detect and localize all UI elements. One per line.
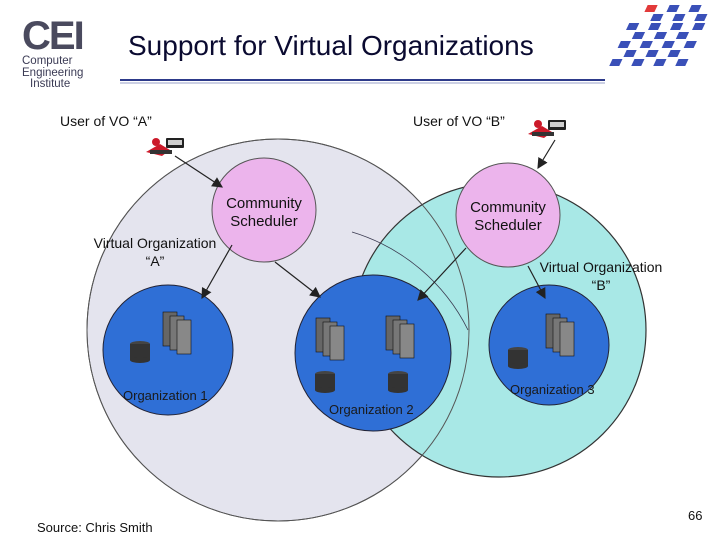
scheduler-a-circle bbox=[211, 157, 317, 263]
arrow-user-a-to-scheduler-a bbox=[174, 155, 224, 188]
logo-line-1: Computer bbox=[22, 55, 73, 67]
org3-label: Organization 3 bbox=[510, 382, 595, 397]
arrow-scheduler-b-to-org2 bbox=[417, 247, 467, 301]
org2-storage-icon-right bbox=[388, 371, 408, 393]
org2-servers-icon-left bbox=[315, 317, 345, 361]
user-b-label: User of VO “B” bbox=[413, 113, 505, 129]
arrow-scheduler-b-to-org3 bbox=[527, 265, 546, 300]
arrow-scheduler-a-to-org2 bbox=[274, 261, 321, 298]
org3-storage-icon bbox=[508, 347, 528, 369]
cei-logo-text: Computer Engineering Institute bbox=[22, 55, 84, 91]
cei-logo-initials: CEI bbox=[22, 14, 85, 58]
logo-line-3: Institute bbox=[30, 78, 71, 90]
logo-line-2: Engineering bbox=[22, 66, 84, 79]
scheduler-b-circle bbox=[455, 162, 561, 268]
org1-storage-icon bbox=[130, 341, 150, 363]
org1-label: Organization 1 bbox=[123, 388, 208, 403]
source-credit: Source: Chris Smith bbox=[37, 520, 153, 535]
org2-circle bbox=[294, 274, 452, 432]
arrow-scheduler-a-to-org1 bbox=[201, 244, 233, 300]
org1-circle bbox=[102, 284, 234, 416]
org3-servers-icon bbox=[545, 313, 575, 357]
arrow-user-b-to-scheduler-b bbox=[537, 139, 556, 170]
user-b-icon bbox=[528, 120, 566, 138]
user-a-label: User of VO “A” bbox=[60, 113, 152, 129]
user-a-icon bbox=[146, 138, 184, 156]
scheduler-a-label: Community Scheduler bbox=[226, 195, 302, 230]
vo-a-outline bbox=[86, 138, 470, 522]
org2-storage-icon-left bbox=[315, 371, 335, 393]
vo-b-label: Virtual Organization “B” bbox=[539, 259, 663, 293]
vo-a-edge-over-org2 bbox=[351, 231, 469, 331]
scheduler-b-label: Community Scheduler bbox=[470, 199, 546, 234]
org2-label: Organization 2 bbox=[329, 402, 414, 417]
page-number: 66 bbox=[688, 508, 703, 523]
slide-title: Support for Virtual Organizations bbox=[128, 30, 534, 61]
checker-decoration bbox=[609, 5, 708, 66]
org2-servers-icon-right bbox=[385, 315, 415, 359]
vo-a-label: Virtual Organization “A” bbox=[93, 235, 217, 269]
org1-servers-icon bbox=[162, 311, 192, 355]
